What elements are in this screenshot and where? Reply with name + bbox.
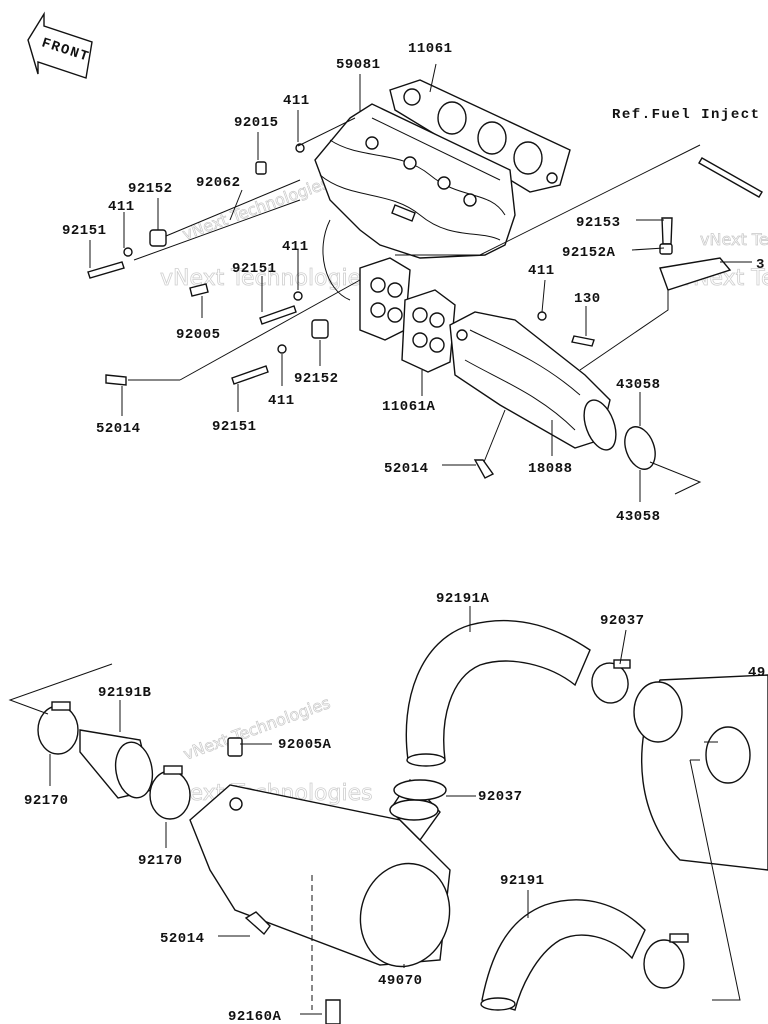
gasket-11061 (389, 79, 571, 193)
callout-130: 130 (574, 291, 601, 307)
callout-92170: 92170 (138, 853, 183, 869)
callout-92015: 92015 (234, 115, 279, 131)
clamp-92037-upper-screw (613, 659, 631, 669)
callout-49070: 49070 (378, 973, 423, 989)
clamp-92170-left-screw (51, 701, 71, 711)
callout-92151: 92151 (232, 261, 277, 277)
o-ring-43058 (624, 426, 656, 470)
callout-92160A: 92160A (228, 1009, 282, 1024)
callout-92191B: 92191B (98, 685, 152, 701)
callout-18088: 18088 (528, 461, 573, 477)
callout-92170: 92170 (24, 793, 69, 809)
callout-43058: 43058 (616, 509, 661, 525)
manifold-flange-plate (359, 257, 411, 341)
callout-92037: 92037 (600, 613, 645, 629)
callout-92152: 92152 (128, 181, 173, 197)
callout-92151: 92151 (62, 223, 107, 239)
watermark-5: vNext Technologies (700, 230, 768, 249)
ref-fuel-inject-label: Ref.Fuel Inject (612, 107, 761, 123)
clamp-92037-upper (591, 662, 629, 704)
muffler-right-partial (633, 674, 768, 871)
callout-43058: 43058 (616, 377, 661, 393)
fitting-52014-lower (244, 911, 271, 936)
clamp-92170-mid-screw (163, 765, 183, 775)
callout-92152A: 92152A (562, 245, 616, 261)
muffler-49070 (189, 737, 451, 968)
front-arrow-badge: FRONT (27, 11, 93, 79)
clamp-lower-right-screw (669, 933, 689, 943)
callout-411: 411 (528, 263, 555, 279)
callout-92191A: 92191A (436, 591, 490, 607)
callout-labels: Ref.Fuel Inject 11061 59081 411 92015 92… (24, 41, 766, 1024)
hose-92191A (405, 619, 591, 767)
exhaust-manifold-59081 (314, 103, 516, 301)
hose-92191 (480, 899, 646, 1011)
callout-92005A: 92005A (278, 737, 332, 753)
sleeve-92191B (79, 729, 154, 799)
bracket-92160A (325, 999, 341, 1024)
callout-92005: 92005 (176, 327, 221, 343)
watermark-3: vNext Technologies (181, 693, 333, 764)
callout-411: 411 (283, 93, 310, 109)
callout-411: 411 (108, 199, 135, 215)
callout-92151: 92151 (212, 419, 257, 435)
clamp-lower-right (643, 939, 685, 989)
callout-52014: 52014 (384, 461, 429, 477)
clamp-92037-lower (393, 779, 447, 801)
callout-3-partial: 3 (756, 257, 765, 273)
callout-52014: 52014 (96, 421, 141, 437)
callout-411: 411 (268, 393, 295, 409)
callout-52014: 52014 (160, 931, 205, 947)
callout-11061: 11061 (408, 41, 453, 57)
callout-411: 411 (282, 239, 309, 255)
hardware-bolts (87, 143, 763, 479)
callout-92153: 92153 (576, 215, 621, 231)
callout-49-partial: 49 (748, 665, 766, 681)
callout-59081: 59081 (336, 57, 381, 73)
callout-92037: 92037 (478, 789, 523, 805)
gasket-11061A (401, 289, 456, 373)
clamp-92170-left (37, 705, 79, 755)
clamp-92170-mid (149, 770, 191, 820)
leader-lines-upper (89, 63, 752, 502)
leader-lines-lower (8, 606, 741, 1015)
callout-92062: 92062 (196, 175, 241, 191)
callout-92152: 92152 (294, 371, 339, 387)
callout-11061A: 11061A (382, 399, 436, 415)
callout-92191: 92191 (500, 873, 545, 889)
exhaust-pipe-18088 (449, 311, 617, 451)
